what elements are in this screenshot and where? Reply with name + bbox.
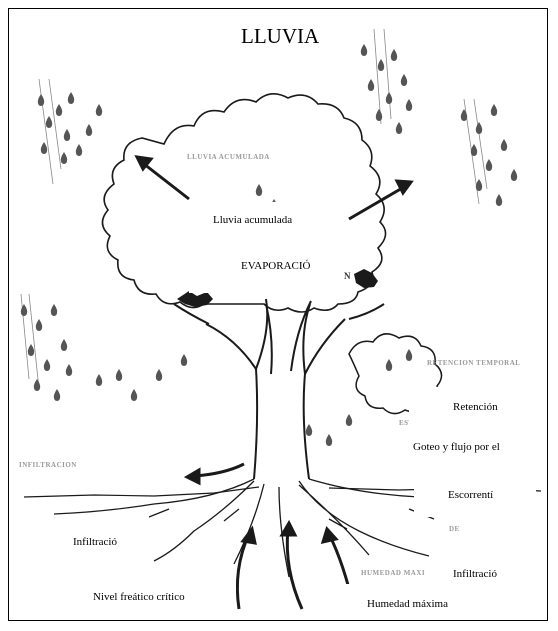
rain-drop	[368, 79, 374, 91]
rain-drop	[41, 142, 47, 154]
rain-drop	[406, 349, 412, 361]
rain-drop	[56, 104, 62, 116]
label-runoff: Escorrentí	[414, 477, 536, 517]
tree-trunk	[174, 299, 384, 479]
rain-drop	[471, 144, 477, 156]
label-rain-accumulated: Lluvia acumulada	[181, 202, 346, 246]
diagram-frame: LLUVIA ACUMULADA RETENCION TEMPORAL INFI…	[8, 8, 548, 621]
rain-drop	[346, 414, 352, 426]
foliage-dark-right	[354, 269, 378, 288]
rain-drop	[44, 359, 50, 371]
rain-drop	[131, 389, 137, 401]
rain-drop	[378, 59, 384, 71]
rain-drop	[256, 184, 262, 196]
rain-drop	[86, 124, 92, 136]
rain-drop	[306, 424, 312, 436]
bg-label-max-humidity: HUMEDAD MAXI	[361, 569, 425, 577]
rain-drop	[28, 344, 34, 356]
rain-drop	[61, 339, 67, 351]
label-max-humidity: Humedad máxima	[339, 584, 504, 620]
bg-label-rain-accumulated: LLUVIA ACUMULADA	[187, 153, 270, 161]
rain-drop	[156, 369, 162, 381]
title-lluvia: LLUVIA	[235, 23, 325, 50]
label-infiltration-right: Infiltració	[449, 566, 501, 582]
rain-drop	[46, 116, 52, 128]
rain-drop	[36, 319, 42, 331]
infiltration-arrow	[187, 464, 244, 483]
rain-drop	[476, 179, 482, 191]
rain-drop	[61, 152, 67, 164]
tree-illustration	[9, 9, 548, 621]
rain-drop	[401, 74, 407, 86]
rain-drop	[386, 359, 392, 371]
evaporation-arrow-left	[137, 157, 189, 199]
bg-label-drip: DE	[449, 525, 460, 533]
label-infiltration-left: Infiltració	[69, 534, 121, 550]
rain-drop	[511, 169, 517, 181]
rain-drop	[386, 92, 392, 104]
label-drip-flow: Goteo y flujo por el	[369, 427, 534, 475]
rain-drop	[51, 304, 57, 316]
rain-drop	[496, 194, 502, 206]
label-retention: Retención	[409, 387, 529, 427]
rain-drop	[406, 99, 412, 111]
rain-drop	[326, 434, 332, 446]
rain-drop	[491, 104, 497, 116]
rain-drop	[461, 109, 467, 121]
rain-drop	[38, 94, 44, 106]
rain-drop	[486, 159, 492, 171]
rain-drop	[34, 379, 40, 391]
rain-drop	[181, 354, 187, 366]
rain-drop	[376, 109, 382, 121]
rain-drop	[96, 104, 102, 116]
bg-label-infiltration: INFILTRACION	[19, 461, 77, 469]
rain-drop	[391, 49, 397, 61]
rain-drop	[501, 139, 507, 151]
rain-drop	[96, 374, 102, 386]
rain-drop	[476, 122, 482, 134]
rain-drop	[68, 92, 74, 104]
rain-drop	[54, 389, 60, 401]
rain-drop	[361, 44, 367, 56]
label-water-table: Nivel freático crítico	[61, 577, 236, 613]
rain-drop	[64, 129, 70, 141]
label-evaporation: EVAPORACIÓ	[189, 249, 341, 293]
rain-drop	[76, 144, 82, 156]
bg-label-temporary-retention: RETENCION TEMPORAL	[427, 359, 520, 367]
rain-drop	[116, 369, 122, 381]
rain-drop	[396, 122, 402, 134]
bg-label-evaporation-tail: N	[344, 271, 351, 281]
capillary-arrows	[237, 523, 354, 609]
rain-drop	[66, 364, 72, 376]
